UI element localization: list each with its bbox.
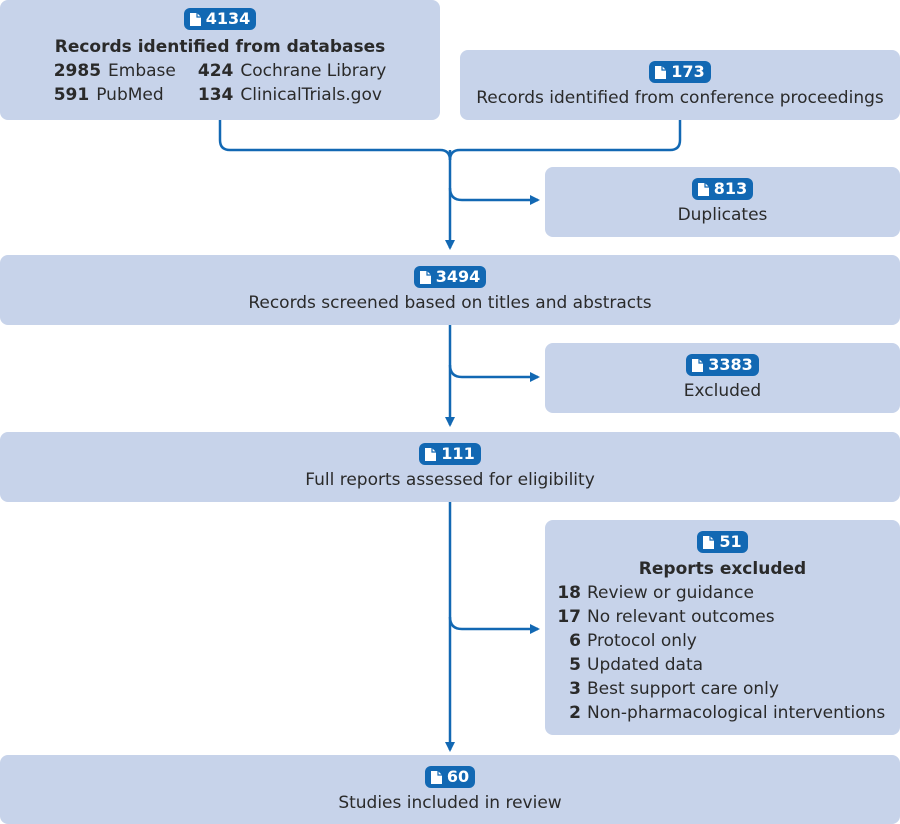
connector-databases xyxy=(218,120,452,161)
reports-excluded-count: 51 xyxy=(719,532,742,551)
connector-conference xyxy=(448,120,682,161)
screened-count-badge: 3494 xyxy=(413,266,487,288)
duplicates-box: 813 Duplicates xyxy=(545,167,900,237)
reports-excluded-count-badge: 51 xyxy=(697,531,748,553)
document-icon xyxy=(655,65,667,79)
document-icon xyxy=(430,770,442,784)
excluded-box: 3383 Excluded xyxy=(545,343,900,413)
screened-box: 3494 Records screened based on titles an… xyxy=(0,255,900,325)
document-icon xyxy=(697,182,709,196)
duplicates-label: Duplicates xyxy=(677,204,768,225)
full-reports-box: 111 Full reports assessed for eligibilit… xyxy=(0,432,900,502)
conference-count-badge: 173 xyxy=(649,61,711,83)
document-icon xyxy=(692,358,704,372)
document-icon xyxy=(703,535,715,549)
excluded-count-badge: 3383 xyxy=(686,354,759,376)
databases-box: 4134 Records identified from databases 2… xyxy=(0,0,440,120)
full-reports-count-badge: 111 xyxy=(419,443,481,465)
reports-excluded-title: Reports excluded xyxy=(638,558,807,579)
arrow-to-reports-excluded xyxy=(448,616,540,634)
excluded-label: Excluded xyxy=(683,380,762,401)
document-icon xyxy=(419,270,431,284)
databases-count-badge: 4134 xyxy=(183,8,257,30)
full-reports-label: Full reports assessed for eligibility xyxy=(305,469,595,490)
duplicates-count: 813 xyxy=(713,179,748,198)
screened-label: Records screened based on titles and abs… xyxy=(248,292,652,313)
document-icon xyxy=(425,447,437,461)
included-count-badge: 60 xyxy=(424,766,476,788)
arrow-to-duplicates xyxy=(448,187,540,205)
excluded-count: 3383 xyxy=(708,355,753,374)
included-count: 60 xyxy=(446,767,470,786)
included-box: 60 Studies included in review xyxy=(0,755,900,824)
full-reports-count: 111 xyxy=(441,444,475,463)
conference-count: 173 xyxy=(671,62,705,81)
arrow-to-excluded xyxy=(448,364,540,382)
databases-count: 4134 xyxy=(205,9,251,28)
document-icon xyxy=(189,12,201,26)
conference-box: 173 Records identified from conference p… xyxy=(460,50,900,120)
duplicates-count-badge: 813 xyxy=(691,178,754,200)
conference-label: Records identified from conference proce… xyxy=(476,87,884,108)
databases-title: Records identified from databases xyxy=(54,36,386,57)
included-label: Studies included in review xyxy=(338,792,562,813)
screened-count: 3494 xyxy=(435,267,481,286)
